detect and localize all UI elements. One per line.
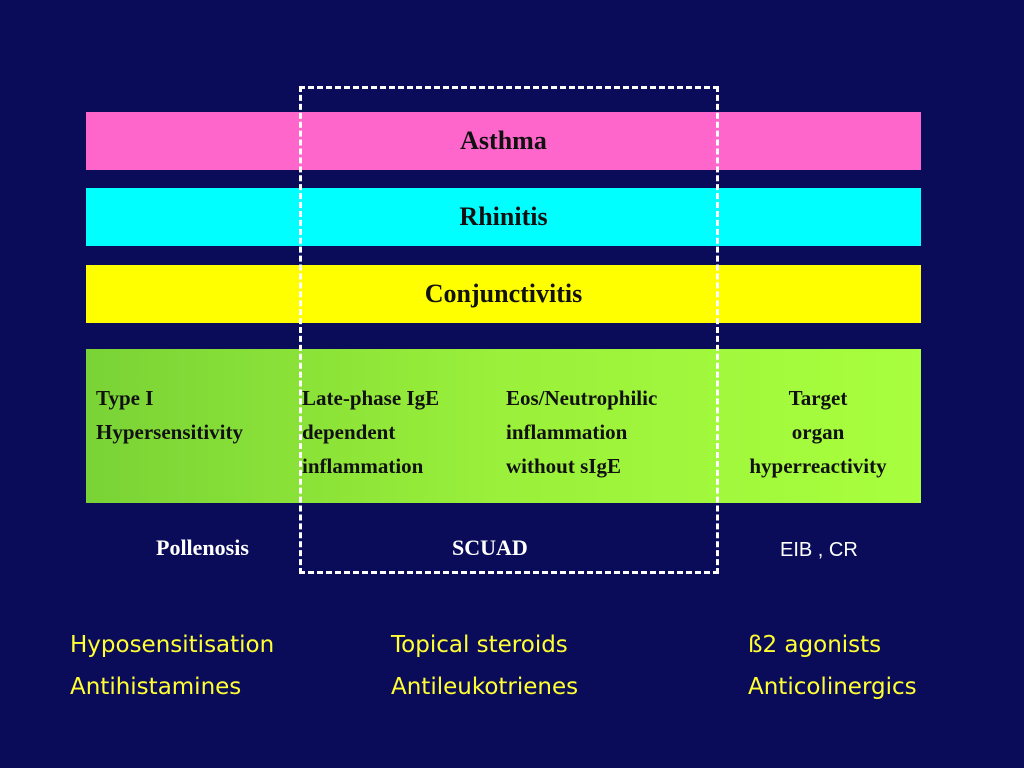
mechanism-line: hyperreactivity <box>749 454 887 478</box>
mechanism-line: Hypersensitivity <box>96 420 243 444</box>
mechanism-type-i: Type I Hypersensitivity <box>96 381 243 449</box>
treatment-line: Hyposensitisation <box>70 632 275 658</box>
mechanism-line: without sIgE <box>506 454 621 478</box>
mechanism-late-phase: Late-phase IgE dependent inflammation <box>302 381 439 483</box>
asthma-label: Asthma <box>460 126 547 155</box>
rhinitis-label: Rhinitis <box>459 202 548 231</box>
treatment-line: Antileukotrienes <box>391 674 579 700</box>
asthma-bar: Asthma <box>86 112 921 170</box>
mechanism-line: dependent <box>302 420 396 444</box>
mechanism-line: Target <box>788 386 848 410</box>
treatment-column-1: Hyposensitisation Antihistamines <box>70 624 274 708</box>
mechanisms-box <box>86 349 921 503</box>
mechanism-line: inflammation <box>506 420 628 444</box>
rhinitis-bar: Rhinitis <box>86 188 921 246</box>
treatment-line: Anticolinergics <box>748 674 917 700</box>
pollenosis-label: Pollenosis <box>156 535 249 560</box>
mechanism-line: inflammation <box>302 454 424 478</box>
treatment-column-2: Topical steroids Antileukotrienes <box>391 624 578 708</box>
mechanism-eos-neutrophilic: Eos/Neutrophilic inflammation without sI… <box>506 381 657 483</box>
conjunctivitis-label: Conjunctivitis <box>424 279 583 308</box>
eib-cr-label: EIB , CR <box>780 539 858 561</box>
mechanism-line: Type I <box>96 386 154 410</box>
scuad-label: SCUAD <box>452 535 528 560</box>
treatment-line: Antihistamines <box>70 674 242 700</box>
mechanism-target-organ: Target organ hyperreactivity <box>724 381 912 483</box>
mechanism-line: organ <box>791 420 845 444</box>
mechanism-line: Late-phase IgE <box>302 386 440 410</box>
treatment-column-3: ß2 agonists Anticolinergics <box>748 624 917 708</box>
treatment-line: Topical steroids <box>391 632 568 658</box>
conjunctivitis-bar: Conjunctivitis <box>86 265 921 323</box>
scuad-dashed-frame <box>299 86 719 574</box>
mechanism-line: Eos/Neutrophilic <box>506 386 658 410</box>
treatment-line: ß2 agonists <box>748 632 882 658</box>
